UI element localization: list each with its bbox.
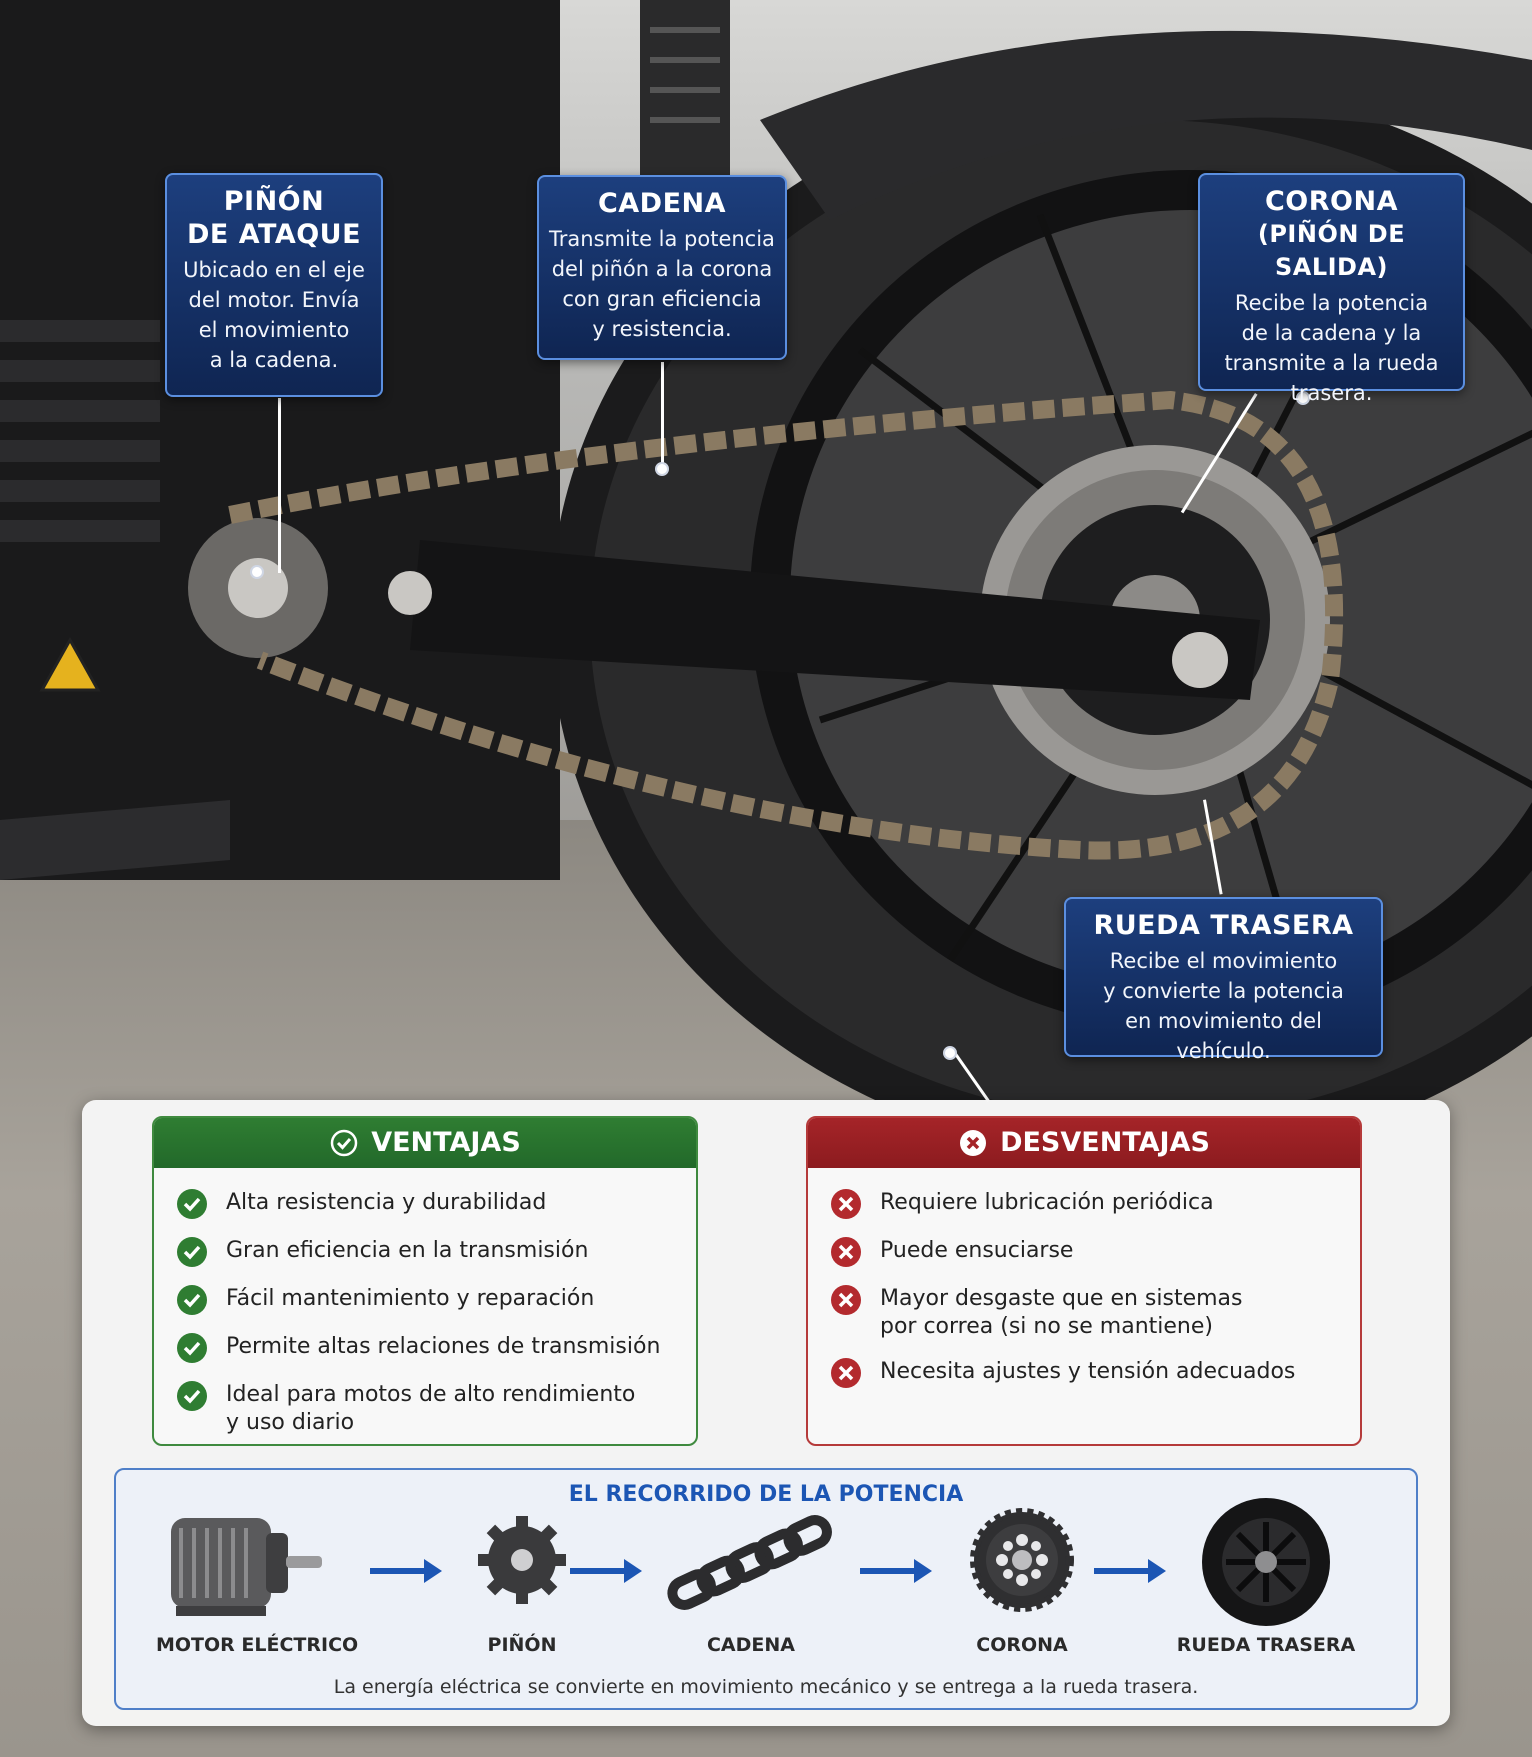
callout-corona: CORONA (PIÑÓN DE SALIDA) Recibe la poten… xyxy=(1198,173,1465,405)
arrow-right-icon xyxy=(860,1559,932,1583)
desventajas-item: Necesita ajustes y tensión adecuados xyxy=(830,1357,1360,1389)
rueda-pointer xyxy=(943,1046,957,1060)
shock-absorber xyxy=(640,0,730,200)
power-flow-box: EL RECORRIDO DE LA POTENCIA MOTOR ELÉCTR… xyxy=(114,1468,1418,1710)
callout-pinon-ataque: PIÑÓN DE ATAQUE Ubicado en el eje del mo… xyxy=(165,173,383,397)
flow-step-pinon: PIÑÓN xyxy=(462,1498,582,1656)
electric-motor-icon xyxy=(171,1518,322,1616)
ventajas-item: Alta resistencia y durabilidad xyxy=(176,1188,696,1220)
callout-rueda-trasera: RUEDA TRASERA Recibe el movimiento y con… xyxy=(1064,897,1383,1063)
desventajas-item: Mayor desgaste que en sistemas por corre… xyxy=(830,1284,1360,1341)
desventajas-item: Puede ensuciarse xyxy=(830,1236,1360,1268)
drive-chain xyxy=(228,390,1344,860)
arrow-right-icon xyxy=(570,1559,642,1583)
callout-corona-desc: Recibe la potencia de la cadena y la tra… xyxy=(1224,291,1439,405)
ventajas-item: Ideal para motos de alto rendimiento y u… xyxy=(176,1380,696,1437)
cross-icon xyxy=(831,1237,861,1267)
callout-corona-title: CORONA (PIÑÓN DE SALIDA) xyxy=(1257,186,1406,281)
pinon-leader xyxy=(278,398,281,573)
rear-fender xyxy=(760,30,1532,221)
callout-rueda-title: RUEDA TRASERA xyxy=(1093,910,1354,941)
flow-step-label: PIÑÓN xyxy=(487,1634,557,1656)
wheel-icon xyxy=(1202,1498,1330,1626)
cadena-pointer xyxy=(655,462,669,476)
power-flow-note: La energía eléctrica se convierte en mov… xyxy=(333,1676,1199,1698)
check-icon xyxy=(177,1333,207,1363)
cross-circle-icon xyxy=(960,1130,987,1156)
desventajas-title: DESVENTAJAS xyxy=(1000,1127,1210,1158)
flow-step-motor: MOTOR ELÉCTRICO xyxy=(156,1498,359,1656)
callout-cadena-title: CADENA xyxy=(597,188,727,219)
warning-icon xyxy=(39,636,101,692)
flow-step-corona: CORONA xyxy=(952,1498,1092,1656)
cross-icon xyxy=(831,1189,861,1219)
desventajas-box: DESVENTAJAS Requiere lubricación periódi… xyxy=(806,1116,1362,1446)
callout-cadena-desc: Transmite la potencia del piñón a la cor… xyxy=(549,227,775,341)
ventajas-title: VENTAJAS xyxy=(371,1127,521,1158)
desventajas-list: Requiere lubricación periódica Puede ens… xyxy=(808,1168,1360,1389)
ventajas-header: VENTAJAS xyxy=(154,1118,696,1168)
check-circle-icon xyxy=(330,1129,358,1157)
callout-cadena: CADENA Transmite la potencia del piñón a… xyxy=(537,175,787,360)
ventajas-item: Gran eficiencia en la transmisión xyxy=(176,1236,696,1268)
callout-pinon-desc: Ubicado en el eje del motor. Envía el mo… xyxy=(183,258,365,372)
callout-rueda-desc: Recibe el movimiento y convierte la pote… xyxy=(1103,949,1344,1063)
corona-pointer xyxy=(1296,391,1310,405)
flow-step-rueda: RUEDA TRASERA xyxy=(1176,1498,1356,1656)
flow-step-label: RUEDA TRASERA xyxy=(1176,1634,1356,1656)
flow-step-cadena: CADENA xyxy=(656,1498,846,1656)
info-panel: VENTAJAS Alta resistencia y durabilidad … xyxy=(82,1100,1450,1726)
ventajas-list: Alta resistencia y durabilidad Gran efic… xyxy=(154,1168,696,1437)
arrow-right-icon xyxy=(370,1559,442,1583)
ventajas-item: Permite altas relaciones de transmisión xyxy=(176,1332,696,1364)
ventajas-box: VENTAJAS Alta resistencia y durabilidad … xyxy=(152,1116,698,1446)
ventajas-item: Fácil mantenimiento y reparación xyxy=(176,1284,696,1316)
cross-icon xyxy=(831,1285,861,1315)
check-icon xyxy=(177,1285,207,1315)
cadena-leader xyxy=(661,362,664,470)
sprocket-icon xyxy=(970,1508,1074,1612)
power-flow-title: EL RECORRIDO DE LA POTENCIA xyxy=(568,1482,964,1507)
flow-step-label: MOTOR ELÉCTRICO xyxy=(156,1634,359,1656)
desventajas-header: DESVENTAJAS xyxy=(808,1118,1360,1168)
check-icon xyxy=(177,1189,207,1219)
flow-step-label: CORONA xyxy=(976,1634,1068,1656)
chain-icon xyxy=(667,1515,832,1610)
check-icon xyxy=(177,1237,207,1267)
cross-icon xyxy=(831,1358,861,1388)
arrow-right-icon xyxy=(1094,1559,1166,1583)
callout-pinon-title: PIÑÓN DE ATAQUE xyxy=(186,186,362,250)
pinon-pointer xyxy=(250,565,264,579)
pinion-gear-icon xyxy=(478,1516,566,1604)
desventajas-item: Requiere lubricación periódica xyxy=(830,1188,1360,1220)
swingarm xyxy=(410,540,1260,700)
flow-step-label: CADENA xyxy=(706,1634,795,1656)
check-icon xyxy=(177,1381,207,1411)
